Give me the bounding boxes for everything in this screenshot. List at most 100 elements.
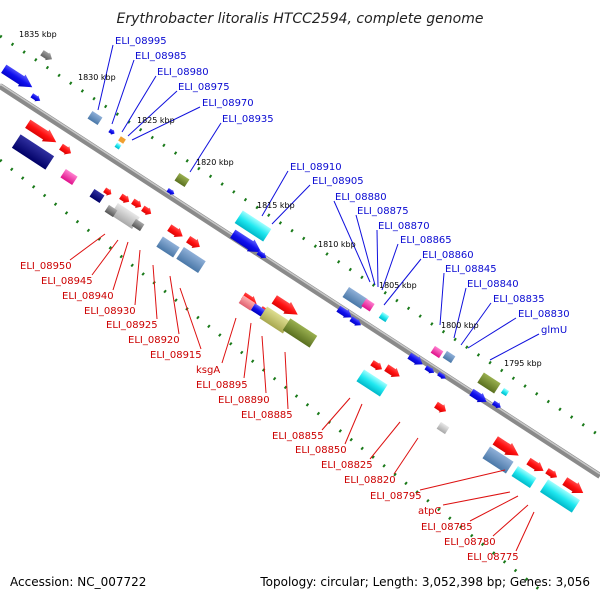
gene-feature[interactable]	[259, 306, 291, 334]
gene-feature[interactable]	[176, 247, 206, 273]
gene-feature[interactable]	[511, 465, 537, 489]
gene-label[interactable]: ELI_08930	[84, 306, 136, 317]
gene-feature[interactable]	[185, 235, 203, 252]
gene-label[interactable]: ELI_08975	[178, 82, 230, 93]
gene-label[interactable]: ELI_08850	[295, 445, 347, 456]
gene-feature[interactable]	[250, 303, 266, 317]
gene-label[interactable]: glmU	[541, 325, 567, 336]
gene-feature[interactable]	[370, 359, 385, 373]
gene-label[interactable]: ELI_08785	[421, 522, 473, 533]
gene-feature[interactable]	[58, 143, 74, 158]
gene-feature[interactable]	[89, 188, 105, 204]
gene-feature[interactable]	[102, 186, 113, 197]
gene-label[interactable]: atpC	[418, 506, 441, 517]
gene-feature[interactable]	[407, 351, 426, 368]
gene-feature[interactable]	[114, 142, 122, 150]
gene-feature[interactable]	[118, 193, 131, 206]
gene-feature[interactable]	[349, 315, 363, 328]
gene-label[interactable]: ELI_08945	[41, 276, 93, 287]
gene-feature[interactable]	[110, 203, 140, 229]
gene-feature[interactable]	[156, 236, 180, 258]
gene-feature[interactable]	[166, 187, 176, 196]
gene-feature[interactable]	[166, 223, 185, 241]
gene-label[interactable]: ELI_08875	[357, 206, 409, 217]
gene-label[interactable]: ksgA	[196, 365, 220, 376]
gene-label[interactable]: ELI_08890	[218, 395, 270, 406]
gene-label[interactable]: ELI_08820	[344, 475, 396, 486]
gene-feature[interactable]	[430, 345, 444, 359]
gene-feature[interactable]	[108, 128, 116, 136]
gene-label[interactable]: ELI_08995	[115, 36, 167, 47]
gene-label[interactable]: ELI_08870	[378, 221, 430, 232]
gene-feature[interactable]	[561, 476, 587, 499]
gene-feature[interactable]	[424, 364, 436, 375]
gene-feature[interactable]	[336, 304, 355, 321]
gene-feature[interactable]	[131, 218, 145, 232]
gene-feature[interactable]	[234, 210, 272, 242]
gene-feature[interactable]	[174, 172, 190, 188]
gene-feature[interactable]	[238, 295, 256, 311]
gene-feature[interactable]	[361, 298, 375, 312]
gene-label[interactable]: ELI_08925	[106, 320, 158, 331]
gene-feature[interactable]	[270, 294, 301, 321]
gene-label[interactable]: ELI_08985	[135, 51, 187, 62]
gene-feature[interactable]	[24, 118, 60, 148]
gene-label[interactable]: ELI_08780	[444, 537, 496, 548]
gene-feature[interactable]	[378, 311, 390, 323]
gene-feature[interactable]	[104, 204, 118, 218]
gene-label[interactable]: ELI_08860	[422, 250, 474, 261]
gene-feature[interactable]	[118, 136, 126, 144]
gene-label[interactable]: ELI_08880	[335, 192, 387, 203]
gene-feature[interactable]	[437, 371, 448, 381]
gene-label[interactable]: ELI_08775	[467, 552, 519, 563]
gene-label[interactable]: ELI_08915	[150, 350, 202, 361]
gene-feature[interactable]	[525, 456, 546, 475]
label-leader-line	[381, 243, 399, 291]
gene-feature[interactable]	[468, 387, 489, 406]
gene-label[interactable]: ELI_08910	[290, 162, 342, 173]
gene-label[interactable]: ELI_08825	[321, 460, 373, 471]
gene-label[interactable]: ELI_08885	[241, 410, 293, 421]
gene-feature[interactable]	[130, 198, 143, 211]
gene-feature[interactable]	[282, 318, 318, 348]
label-leader-line	[492, 504, 529, 537]
gene-feature[interactable]	[40, 49, 55, 63]
gene-label[interactable]: ELI_08845	[445, 264, 497, 275]
gene-feature[interactable]	[436, 421, 450, 435]
gene-feature[interactable]	[11, 134, 55, 170]
gene-label[interactable]: ELI_08840	[467, 279, 519, 290]
gene-feature[interactable]	[491, 400, 502, 411]
gene-feature[interactable]	[539, 479, 581, 513]
gene-label[interactable]: ELI_08830	[518, 309, 570, 320]
gene-label[interactable]: ELI_08865	[400, 235, 452, 246]
gene-feature[interactable]	[140, 205, 153, 218]
gene-feature[interactable]	[500, 387, 510, 397]
gene-label[interactable]: ELI_08935	[222, 114, 274, 125]
gene-feature[interactable]	[442, 350, 456, 364]
gene-feature[interactable]	[356, 369, 388, 397]
gene-label[interactable]: ELI_08795	[370, 491, 422, 502]
gene-label[interactable]: ELI_08855	[272, 431, 324, 442]
gene-feature[interactable]	[0, 63, 36, 93]
gene-label[interactable]: ELI_08940	[62, 291, 114, 302]
gene-feature[interactable]	[87, 110, 103, 126]
gene-label[interactable]: ELI_08895	[196, 380, 248, 391]
gene-feature[interactable]	[342, 286, 368, 310]
gene-label[interactable]: ELI_08905	[312, 176, 364, 187]
gene-label[interactable]: ELI_08950	[20, 261, 72, 272]
gene-label[interactable]: ELI_08920	[128, 335, 180, 346]
gene-feature[interactable]	[30, 92, 42, 103]
gene-feature[interactable]	[229, 228, 265, 258]
gene-label[interactable]: ELI_08970	[202, 98, 254, 109]
gene-feature[interactable]	[383, 363, 402, 381]
gene-feature[interactable]	[477, 372, 501, 394]
gene-label[interactable]: ELI_08835	[493, 294, 545, 305]
gene-feature[interactable]	[545, 467, 560, 481]
gene-label[interactable]: ELI_08980	[157, 67, 209, 78]
gene-feature[interactable]	[60, 168, 78, 186]
gene-feature[interactable]	[433, 401, 449, 416]
gene-feature[interactable]	[256, 249, 268, 260]
gene-feature[interactable]	[482, 446, 514, 474]
gene-feature[interactable]	[491, 435, 522, 462]
label-leader-line	[469, 495, 519, 522]
